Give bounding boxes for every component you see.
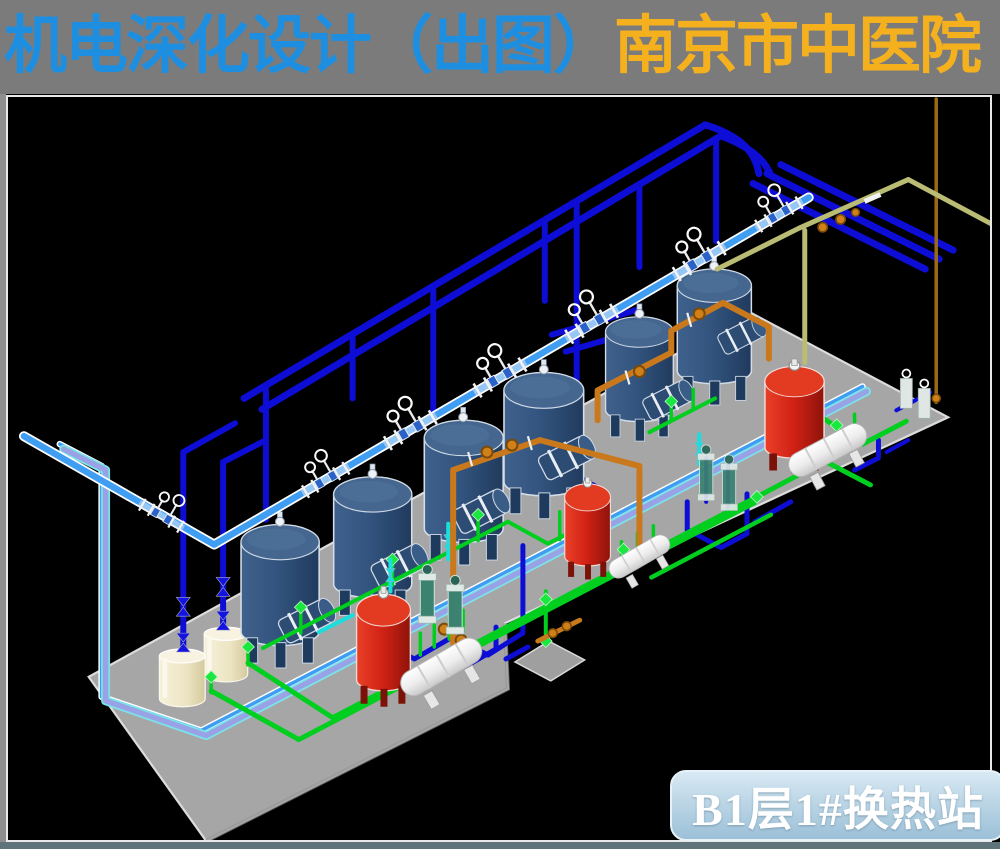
- station-caption-badge: B1层1#换热站: [670, 770, 1000, 841]
- cream-tank-1: [158, 648, 206, 708]
- title-text-hospital: 南京市中医院: [614, 11, 982, 81]
- pump-icon: [445, 574, 465, 635]
- pump-icon: [697, 444, 716, 502]
- red-tank-2: [564, 476, 612, 581]
- tank-nozzle-icon: [274, 511, 285, 527]
- olive-flange-tick: [863, 192, 882, 204]
- tank-nozzle-icon: [538, 359, 549, 375]
- tank-nozzle-icon: [458, 406, 469, 423]
- model-scene: [18, 97, 990, 840]
- title-text-design: 机电深化设计（出图）: [4, 11, 616, 81]
- corner-pump-cluster: [899, 368, 931, 419]
- tank-nozzle-icon: [367, 463, 378, 479]
- station-caption-text: B1层1#换热站: [692, 783, 984, 835]
- pump-icon: [417, 563, 437, 624]
- tank-nozzle-icon: [634, 303, 645, 319]
- floor-step: [513, 640, 587, 682]
- pump-icon: [720, 454, 739, 512]
- left-margin-strip: [0, 94, 6, 849]
- orange-flange-ticks: [467, 312, 693, 467]
- title-bar: 机电深化设计（出图）南京市中医院: [0, 0, 1000, 94]
- bottom-status-strip: [0, 842, 1000, 849]
- cad-3d-viewport[interactable]: [6, 95, 992, 842]
